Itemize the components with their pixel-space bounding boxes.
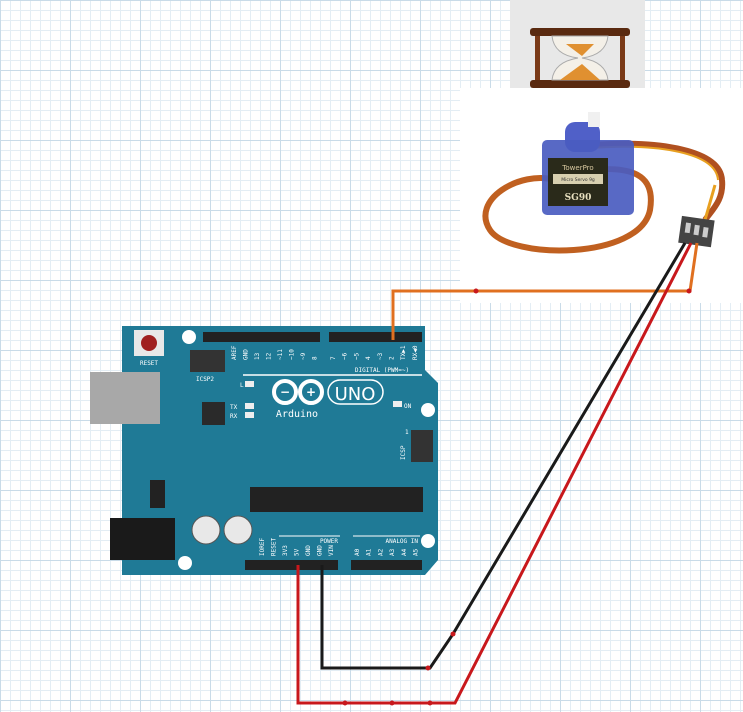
pin-label: ~5 (353, 352, 360, 360)
led-rx-label: RX (230, 413, 238, 420)
svg-text:−: − (280, 385, 290, 399)
servo-subtitle: Micro Servo 9g (561, 177, 595, 183)
pin-label: A2 (377, 548, 384, 556)
icsp-pin1-label: 1 (405, 429, 409, 436)
pin-label: 2 (389, 356, 396, 360)
digital-header-2 (329, 332, 422, 342)
hourglass-image (510, 0, 645, 98)
arduino-label: Arduino (276, 409, 318, 420)
pin-label: ~10 (289, 349, 296, 360)
reset-label: RESET (140, 360, 158, 367)
power-wire[interactable] (296, 242, 693, 705)
pin-label: GND (305, 545, 312, 556)
pin-label: ~9 (300, 352, 307, 360)
on-label: ON (404, 403, 412, 410)
digital-label: DIGITAL (PWM=~) (355, 367, 409, 374)
signal-wire[interactable] (391, 242, 699, 340)
uno-label: UNO (335, 384, 376, 405)
pin-label: 13 (254, 352, 261, 360)
icsp-label: ICSP (400, 445, 407, 460)
analog-label: ANALOG IN (385, 538, 418, 545)
voltage-regulator (150, 480, 165, 508)
usb-port (90, 372, 160, 424)
chip-small (202, 402, 225, 425)
pin-label: 4 (365, 356, 372, 360)
pin-label: GND (243, 349, 250, 360)
pin-label: 8 (312, 356, 319, 360)
icsp-header (411, 430, 433, 462)
led-l-label: L (240, 382, 244, 389)
pin-label: ~11 (277, 349, 284, 360)
pin-label: AREF (231, 345, 238, 360)
pin-label: ~3 (377, 352, 384, 360)
power-header (245, 560, 338, 570)
pin-label: 5V (294, 548, 301, 556)
power-jack (110, 518, 175, 560)
servo-connector (678, 184, 717, 248)
pin-label: A1 (366, 548, 373, 556)
pin-label: A0 (354, 548, 361, 556)
icsp2-label: ICSP2 (196, 376, 214, 383)
arduino-logo: − + (272, 379, 384, 405)
pin-label: 7 (330, 356, 337, 360)
pin-label: RESET (271, 538, 278, 556)
svg-text:+: + (306, 385, 316, 399)
pin-label: TX▶1 (400, 345, 407, 360)
pin-label: VIN (328, 545, 335, 556)
pin-label: RX◀0 (412, 345, 419, 360)
icsp2-header (190, 350, 225, 372)
digital-header-1 (203, 332, 320, 342)
pin-label: IOREF (259, 538, 266, 556)
pin-label: A4 (401, 548, 408, 556)
atmega-chip (250, 487, 423, 512)
pin-label: A5 (413, 548, 420, 556)
pin-label: 12 (266, 352, 273, 360)
analog-header (351, 560, 422, 570)
power-label: POWER (320, 538, 338, 545)
pin-label: 3V3 (282, 545, 289, 556)
pin-label: ~6 (342, 352, 349, 360)
servo-model: SG90 (565, 193, 592, 203)
servo-motor: TowerPro Micro Servo 9g SG90 (482, 112, 726, 254)
led-tx-label: TX (230, 404, 238, 411)
pin-label: GND (317, 545, 324, 556)
servo-brand: TowerPro (561, 164, 593, 172)
pin-label: A3 (389, 548, 396, 556)
